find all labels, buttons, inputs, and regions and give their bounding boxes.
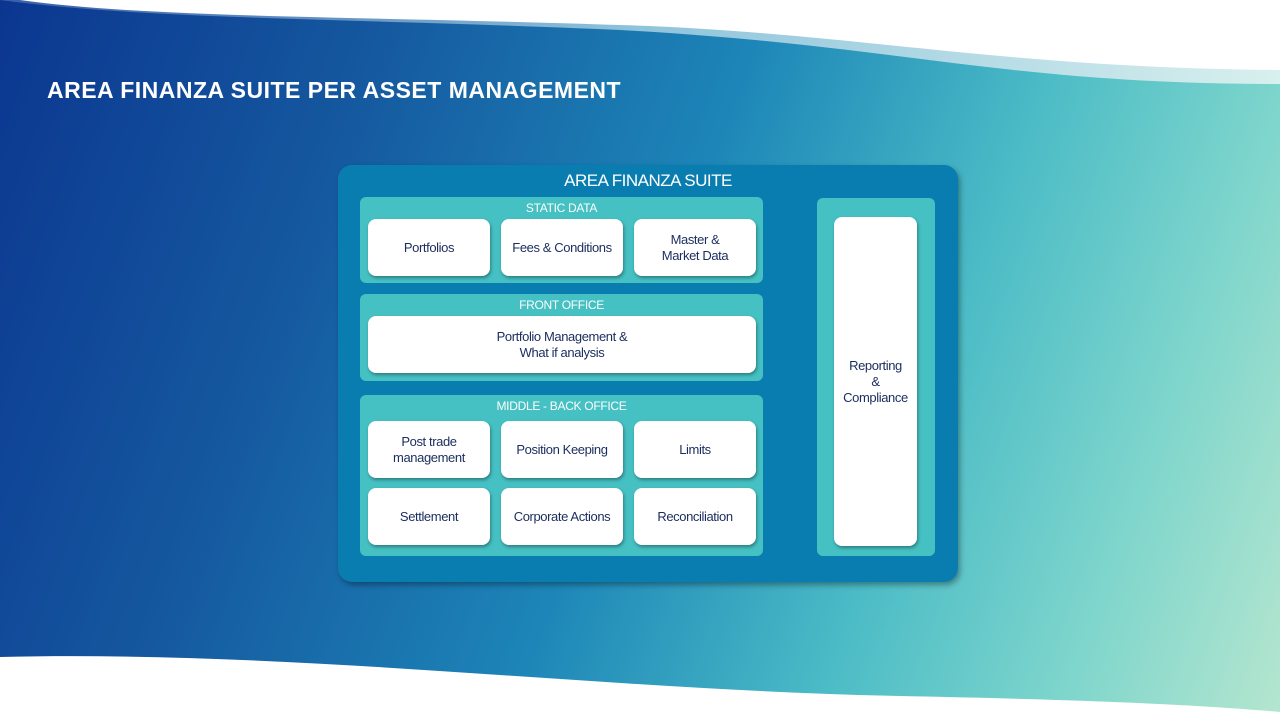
card-master-market-data[interactable]: Master & Market Data <box>634 219 756 276</box>
static-data-panel: STATIC DATA Portfolios Fees & Conditions… <box>360 197 763 283</box>
card-fees-conditions[interactable]: Fees & Conditions <box>501 219 623 276</box>
front-office-panel: FRONT OFFICE Portfolio Management & What… <box>360 294 763 381</box>
middle-back-office-panel: MIDDLE - BACK OFFICE Post trade manageme… <box>360 395 763 556</box>
area-finanza-suite-box: AREA FINANZA SUITE STATIC DATA Portfolio… <box>338 165 958 582</box>
card-portfolio-management[interactable]: Portfolio Management & What if analysis <box>368 316 756 373</box>
panel-title: STATIC DATA <box>525 201 598 215</box>
card-corporate-actions[interactable]: Corporate Actions <box>501 488 623 545</box>
reporting-panel: Reporting & Compliance <box>817 198 935 556</box>
card-portfolios[interactable]: Portfolios <box>368 219 490 276</box>
panel-title: MIDDLE - BACK OFFICE <box>496 399 627 413</box>
card-position-keeping[interactable]: Position Keeping <box>501 421 623 478</box>
card-post-trade-management[interactable]: Post trade management <box>368 421 490 478</box>
card-settlement[interactable]: Settlement <box>368 488 490 545</box>
slide-title: AREA FINANZA SUITE PER ASSET MANAGEMENT <box>47 77 622 103</box>
card-reconciliation[interactable]: Reconciliation <box>634 488 756 545</box>
card-limits[interactable]: Limits <box>634 421 756 478</box>
card-reporting-compliance[interactable]: Reporting & Compliance <box>834 217 917 546</box>
suite-title: AREA FINANZA SUITE <box>564 171 732 190</box>
panel-title: FRONT OFFICE <box>519 298 604 312</box>
